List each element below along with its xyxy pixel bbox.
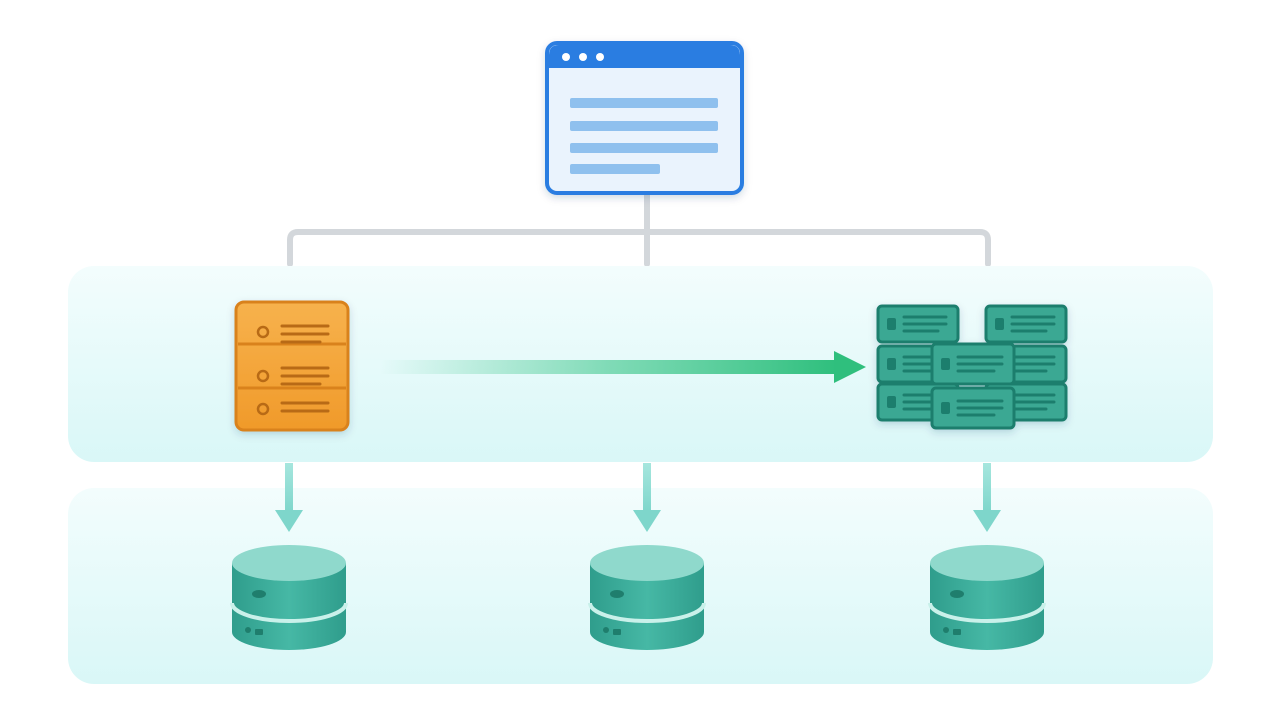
down-arrow-left [275, 463, 303, 532]
down-arrow-center [633, 463, 661, 532]
database-icon [230, 545, 348, 650]
down-arrow-right [973, 463, 1001, 532]
migration-arrow [380, 351, 866, 383]
database-icon [928, 545, 1046, 650]
server-blade [930, 342, 1016, 386]
server-blade [984, 304, 1068, 344]
browser-window-icon [545, 41, 744, 195]
server-stack-icon [234, 300, 350, 432]
database-icon [588, 545, 706, 650]
down-arrows [275, 463, 1001, 532]
connector-lines [287, 191, 991, 267]
connector-horizontal [287, 229, 991, 267]
databases [230, 545, 1046, 650]
server-blade [876, 304, 960, 344]
server-blade [930, 386, 1016, 430]
server-cluster-icon [876, 304, 1068, 430]
